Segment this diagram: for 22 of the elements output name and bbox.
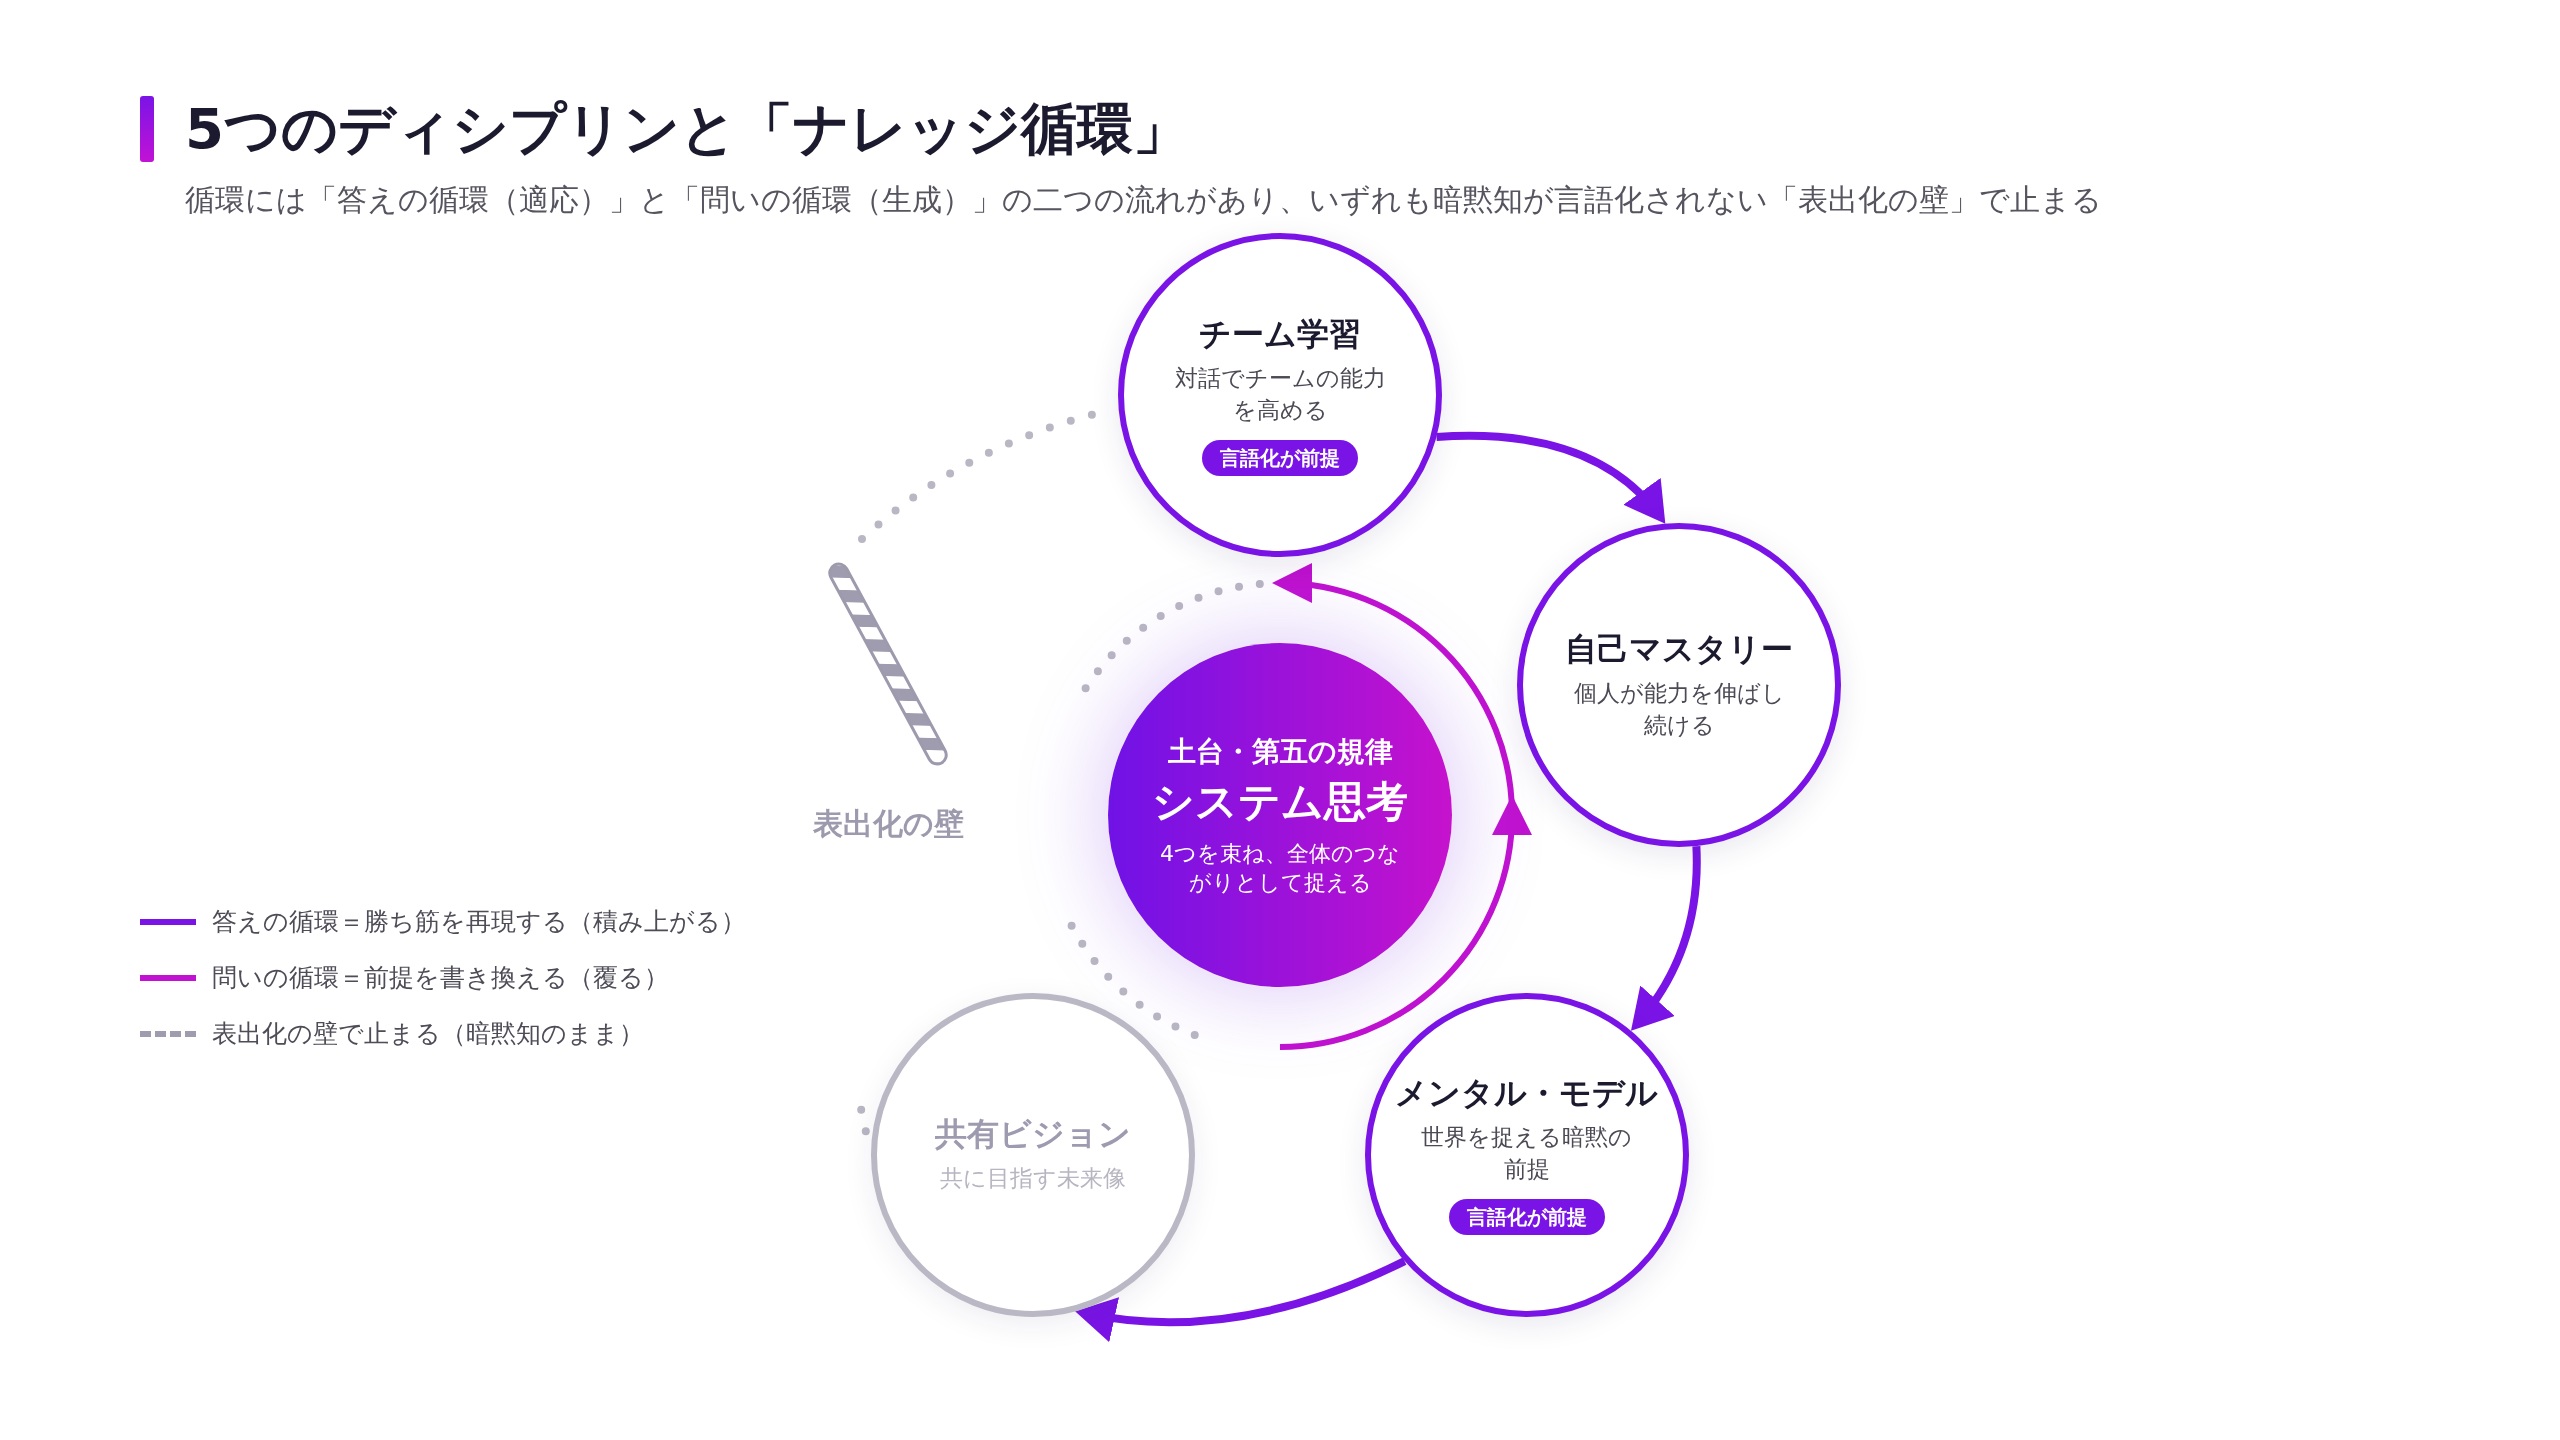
legend-text: 答えの循環＝勝ち筋を再現する（積み上がる） bbox=[212, 907, 746, 937]
badge: 言語化が前提 bbox=[1448, 1199, 1605, 1236]
circle-title: チーム学習 bbox=[1199, 314, 1361, 353]
arrow bbox=[1436, 431, 1666, 524]
circle-description: 個人が能力を伸ばし続ける bbox=[1572, 678, 1786, 740]
circle-description: 共に目指す未来像 bbox=[940, 1164, 1127, 1194]
circle-title: 共有ビジョン bbox=[935, 1115, 1132, 1154]
circle-description: 4つを束ね、全体のつながりとして捉える bbox=[1160, 839, 1400, 897]
circle-description: 対話でチームの能力を高める bbox=[1173, 363, 1387, 425]
arrow bbox=[1075, 1257, 1407, 1342]
circle-title: システム思考 bbox=[1152, 776, 1408, 827]
legend-text: 問いの循環＝前提を書き換える（覆る） bbox=[212, 963, 669, 993]
legend-text: 表出化の壁で止まる（暗黙知のまま） bbox=[212, 1019, 644, 1049]
circle-description: 世界を捉える暗黙の前提 bbox=[1420, 1123, 1634, 1185]
subtitle: 循環には「答えの循環（適応）」と「問いの循環（生成）」の二つの流れがあり、いずれも暗黙知が言語化されない「表出化の壁」で止まる bbox=[185, 182, 2102, 218]
arrow bbox=[1631, 846, 1701, 1031]
circle-title: メンタル・モデル bbox=[1395, 1074, 1659, 1113]
title: 5つのディシプリンと「ナレッジ循環」 bbox=[185, 97, 1189, 161]
circle-title: 自己マスタリー bbox=[1565, 629, 1794, 668]
wall-label: 表出化の壁 bbox=[812, 806, 964, 842]
badge: 言語化が前提 bbox=[1202, 439, 1358, 476]
circle-kicker: 土台・第五の規律 bbox=[1167, 733, 1393, 769]
